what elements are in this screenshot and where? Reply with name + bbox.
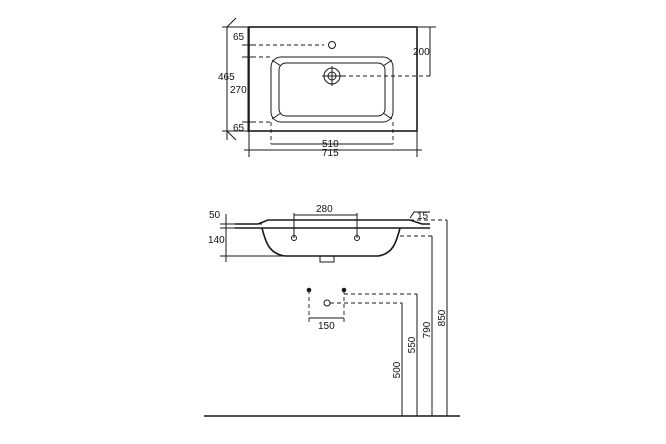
drain-stub	[319, 255, 335, 263]
faucet-hole	[328, 41, 336, 49]
dim-label-715: 715	[322, 148, 339, 159]
basin-side-profile	[235, 219, 430, 225]
dim-label-790: 790	[422, 321, 433, 338]
bowl-inner-outline	[278, 62, 386, 117]
dim-line-200	[418, 26, 436, 76]
dim-label-50: 50	[209, 210, 221, 221]
top-view: 65 465 270 65 200 510 715	[218, 17, 436, 159]
dim-label-465: 465	[218, 72, 235, 83]
basin-outline	[248, 26, 418, 132]
waste-outlet	[323, 299, 331, 307]
bowl-body	[261, 227, 401, 257]
dim-label-550: 550	[407, 336, 418, 353]
dim-label-280: 280	[316, 204, 333, 215]
dim-label-65-top: 65	[233, 32, 245, 43]
dim-label-150: 150	[318, 321, 335, 332]
dim-label-140: 140	[208, 235, 225, 246]
dim-label-510: 510	[322, 139, 339, 150]
dim-label-850: 850	[437, 309, 448, 326]
dim-label-500: 500	[392, 361, 403, 378]
bowl-outline	[270, 56, 394, 123]
dim-label-200: 200	[413, 47, 430, 58]
dim-label-65-bottom: 65	[233, 123, 245, 134]
dim-label-15: 15	[417, 211, 429, 222]
side-view: 280 15 50 140 150 500 550 790 850	[204, 204, 460, 417]
dim-label-270: 270	[230, 85, 247, 96]
